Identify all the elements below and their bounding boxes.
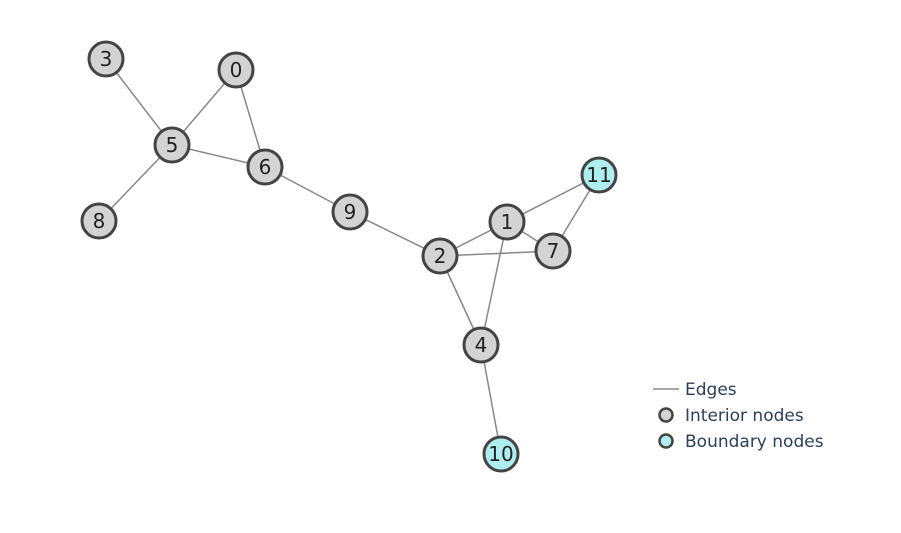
node-11: 11 [580,156,618,194]
node-7: 7 [534,232,572,270]
edge-1-4 [480,221,508,346]
legend-boundary-swatch [658,433,674,449]
node-label-1: 1 [501,210,514,234]
node-circle-7 [534,232,572,270]
node-label-0: 0 [230,58,243,82]
node-circle-9 [331,193,369,231]
legend-edges-label: Edges [685,380,737,400]
node-label-8: 8 [93,209,106,233]
node-2: 2 [421,237,459,275]
node-label-6: 6 [259,155,272,179]
legend-item-edges: Edges [653,380,737,400]
legend-item-boundary: Boundary nodes [658,432,824,452]
node-label-11: 11 [586,163,611,187]
legend: Edges Interior nodes Boundary nodes [653,380,824,452]
edge-2-7 [439,250,554,257]
node-1: 1 [488,203,526,241]
node-label-2: 2 [434,244,447,268]
node-circle-10 [482,435,520,473]
legend-item-interior: Interior nodes [658,406,804,426]
legend-interior-label: Interior nodes [685,406,804,426]
node-4: 4 [462,326,500,364]
node-circle-3 [87,40,125,78]
edges-layer [98,58,600,455]
node-label-5: 5 [166,133,179,157]
node-8: 8 [80,202,118,240]
node-9: 9 [331,193,369,231]
node-circle-5 [153,126,191,164]
node-circle-0 [217,51,255,89]
node-3: 3 [87,40,125,78]
node-label-7: 7 [547,239,560,263]
node-circle-4 [462,326,500,364]
node-0: 0 [217,51,255,89]
node-circle-1 [488,203,526,241]
legend-boundary-label: Boundary nodes [685,432,824,452]
node-label-4: 4 [475,333,488,357]
node-5: 5 [153,126,191,164]
node-label-10: 10 [488,442,513,466]
legend-interior-swatch [658,407,674,423]
node-circle-2 [421,237,459,275]
node-circle-11 [580,156,618,194]
nodes-layer: 0 1 2 3 4 5 6 7 8 9 10 11 [80,40,618,473]
node-6: 6 [246,148,284,186]
node-10: 10 [482,435,520,473]
node-label-3: 3 [100,47,113,71]
node-circle-6 [246,148,284,186]
node-label-9: 9 [344,200,357,224]
node-circle-8 [80,202,118,240]
